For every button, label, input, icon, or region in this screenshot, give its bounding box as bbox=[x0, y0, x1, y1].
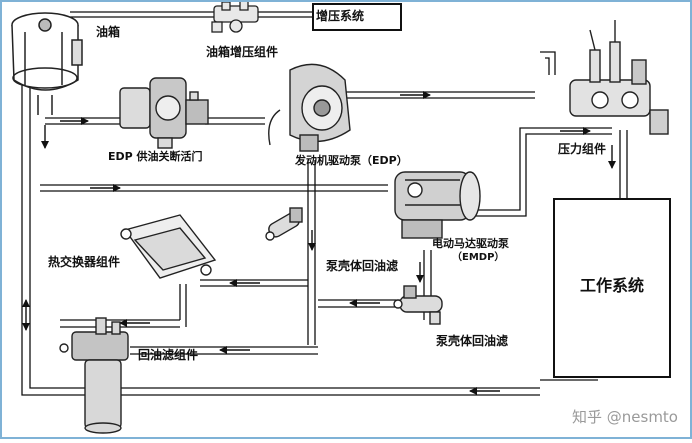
case-drain-filter-1-drawing bbox=[265, 207, 303, 241]
engine-driven-pump-label: 发动机驱动泵（EDP） bbox=[295, 154, 408, 167]
case-drain-filter-1-label: 泵壳体回油滤 bbox=[326, 259, 399, 273]
case-drain-filter-2-drawing bbox=[393, 285, 443, 325]
return-filter-drawing bbox=[59, 317, 129, 434]
return-filter-label: 回油滤组件 bbox=[138, 348, 199, 362]
pressurization-system-label: 增压系统 bbox=[316, 9, 365, 23]
tank-pressurization-drawing bbox=[211, 0, 259, 33]
pressurization-system-box bbox=[312, 3, 402, 31]
edp-shutoff-valve-drawing bbox=[119, 77, 209, 149]
pressure-module-label: 压力组件 bbox=[558, 142, 607, 156]
pressure-module-drawing bbox=[569, 20, 669, 135]
case-drain-filter-2-label: 泵壳体回油滤 bbox=[436, 334, 509, 348]
watermark-text: 知乎 @nesmto bbox=[572, 408, 678, 426]
flow-arrows bbox=[22, 91, 616, 395]
work-system-label: 工作系统 bbox=[579, 276, 644, 295]
heat-exchanger-drawing bbox=[120, 214, 217, 279]
heat-exchanger-label: 热交换器组件 bbox=[48, 255, 121, 269]
work-system-box: 工作系统 bbox=[553, 198, 671, 378]
emdp-label-line2: （EMDP） bbox=[452, 252, 505, 263]
tank-drawing bbox=[11, 12, 83, 115]
tank-pressurization-label: 油箱增压组件 bbox=[206, 45, 279, 59]
emdp-drawing bbox=[394, 171, 481, 239]
engine-driven-pump-drawing bbox=[268, 63, 351, 152]
emdp-label-line1: 电动马达驱动泵 bbox=[432, 237, 509, 250]
edp-shutoff-valve-label: EDP 供油关断活门 bbox=[108, 150, 203, 163]
tank-label: 油箱 bbox=[96, 25, 121, 39]
